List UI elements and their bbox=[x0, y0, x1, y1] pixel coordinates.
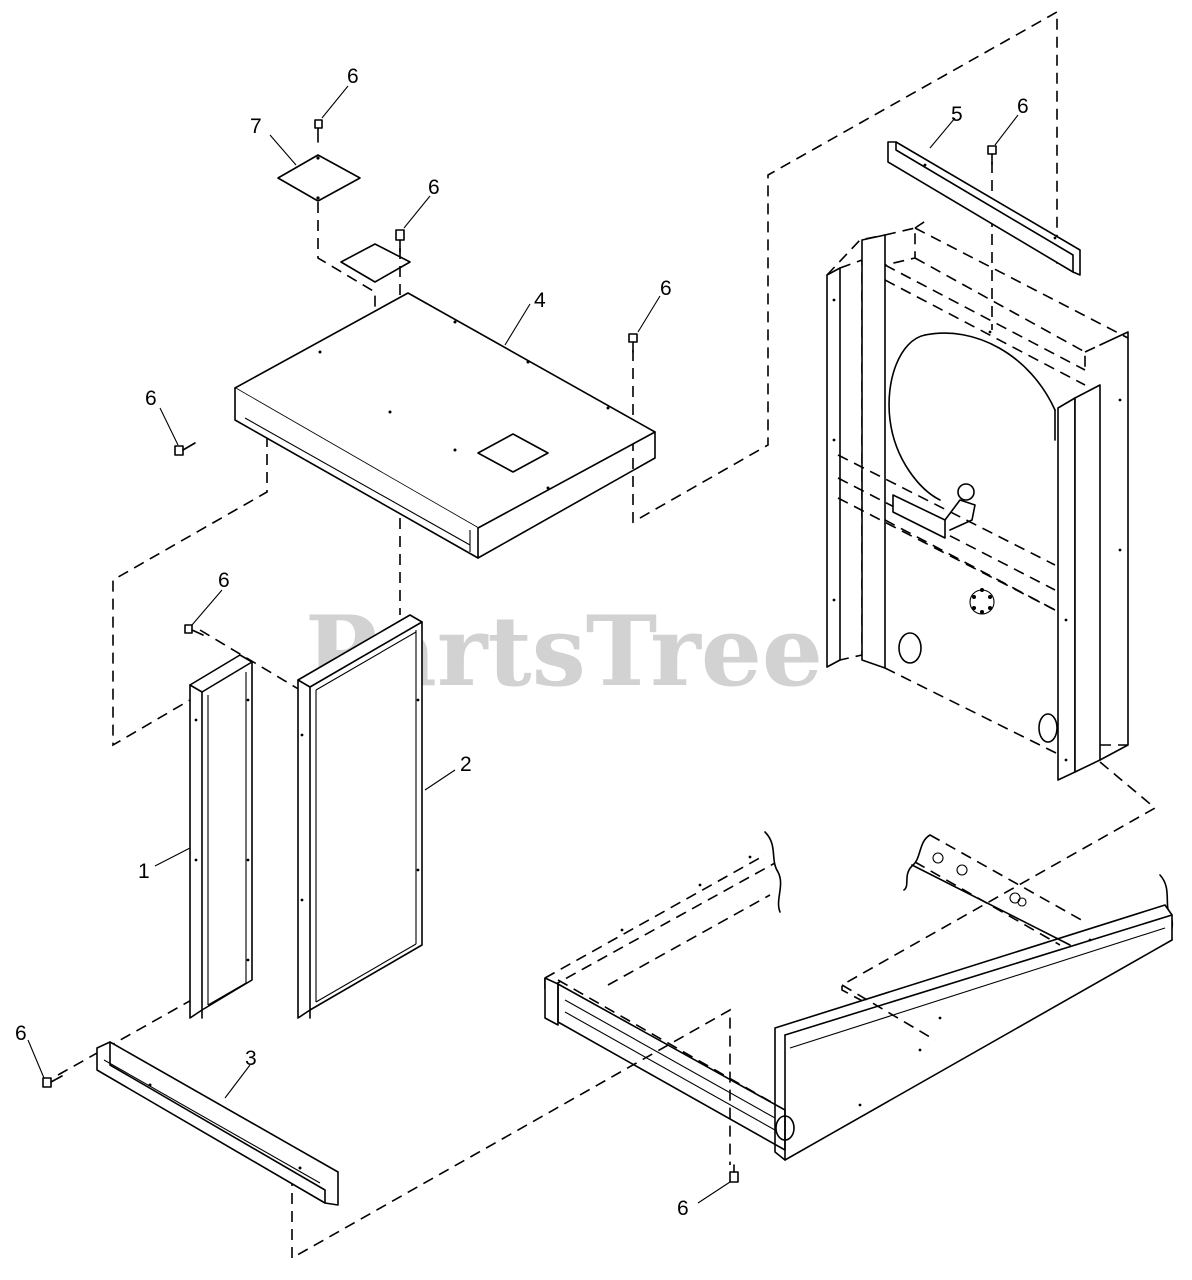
part-2-side-panel bbox=[297, 614, 423, 1019]
screw-icon bbox=[184, 624, 204, 636]
callout-4: 4 bbox=[534, 289, 546, 312]
callout-6-top: 6 bbox=[347, 65, 359, 88]
part-7-cover-plate bbox=[277, 154, 361, 202]
screw-icon bbox=[42, 1075, 63, 1088]
callout-6-roof: 6 bbox=[428, 176, 440, 199]
callout-6-panel: 6 bbox=[218, 569, 230, 592]
screw-icon bbox=[314, 119, 323, 143]
base-frame bbox=[544, 831, 1174, 1161]
screw-icon bbox=[395, 229, 405, 253]
callout-6-left: 6 bbox=[145, 387, 157, 410]
callout-7: 7 bbox=[250, 115, 262, 138]
part-5-bracket bbox=[887, 141, 1081, 276]
screw-icon bbox=[987, 145, 997, 165]
callout-5: 5 bbox=[951, 103, 963, 126]
part-4-roof-panel bbox=[234, 243, 656, 559]
part-1-side-panel bbox=[189, 654, 253, 1019]
callout-6-bracket: 6 bbox=[1017, 95, 1029, 118]
callout-labels: 6 7 6 6 4 5 6 6 6 2 1 6 3 6 bbox=[15, 65, 1029, 1220]
callout-leaders bbox=[27, 85, 1019, 1204]
screw-icon bbox=[174, 442, 196, 456]
callout-6-right: 6 bbox=[660, 277, 672, 300]
callout-2: 2 bbox=[460, 753, 472, 776]
callout-3: 3 bbox=[245, 1047, 257, 1070]
callout-6-base: 6 bbox=[15, 1022, 27, 1045]
screw-icon bbox=[628, 333, 638, 353]
enclosure-frame bbox=[826, 217, 1129, 781]
screws bbox=[42, 119, 997, 1183]
callout-6-bottom: 6 bbox=[677, 1197, 689, 1220]
part-3-base-rail bbox=[96, 1041, 339, 1206]
screw-icon bbox=[729, 1164, 739, 1183]
callout-1: 1 bbox=[138, 860, 150, 883]
